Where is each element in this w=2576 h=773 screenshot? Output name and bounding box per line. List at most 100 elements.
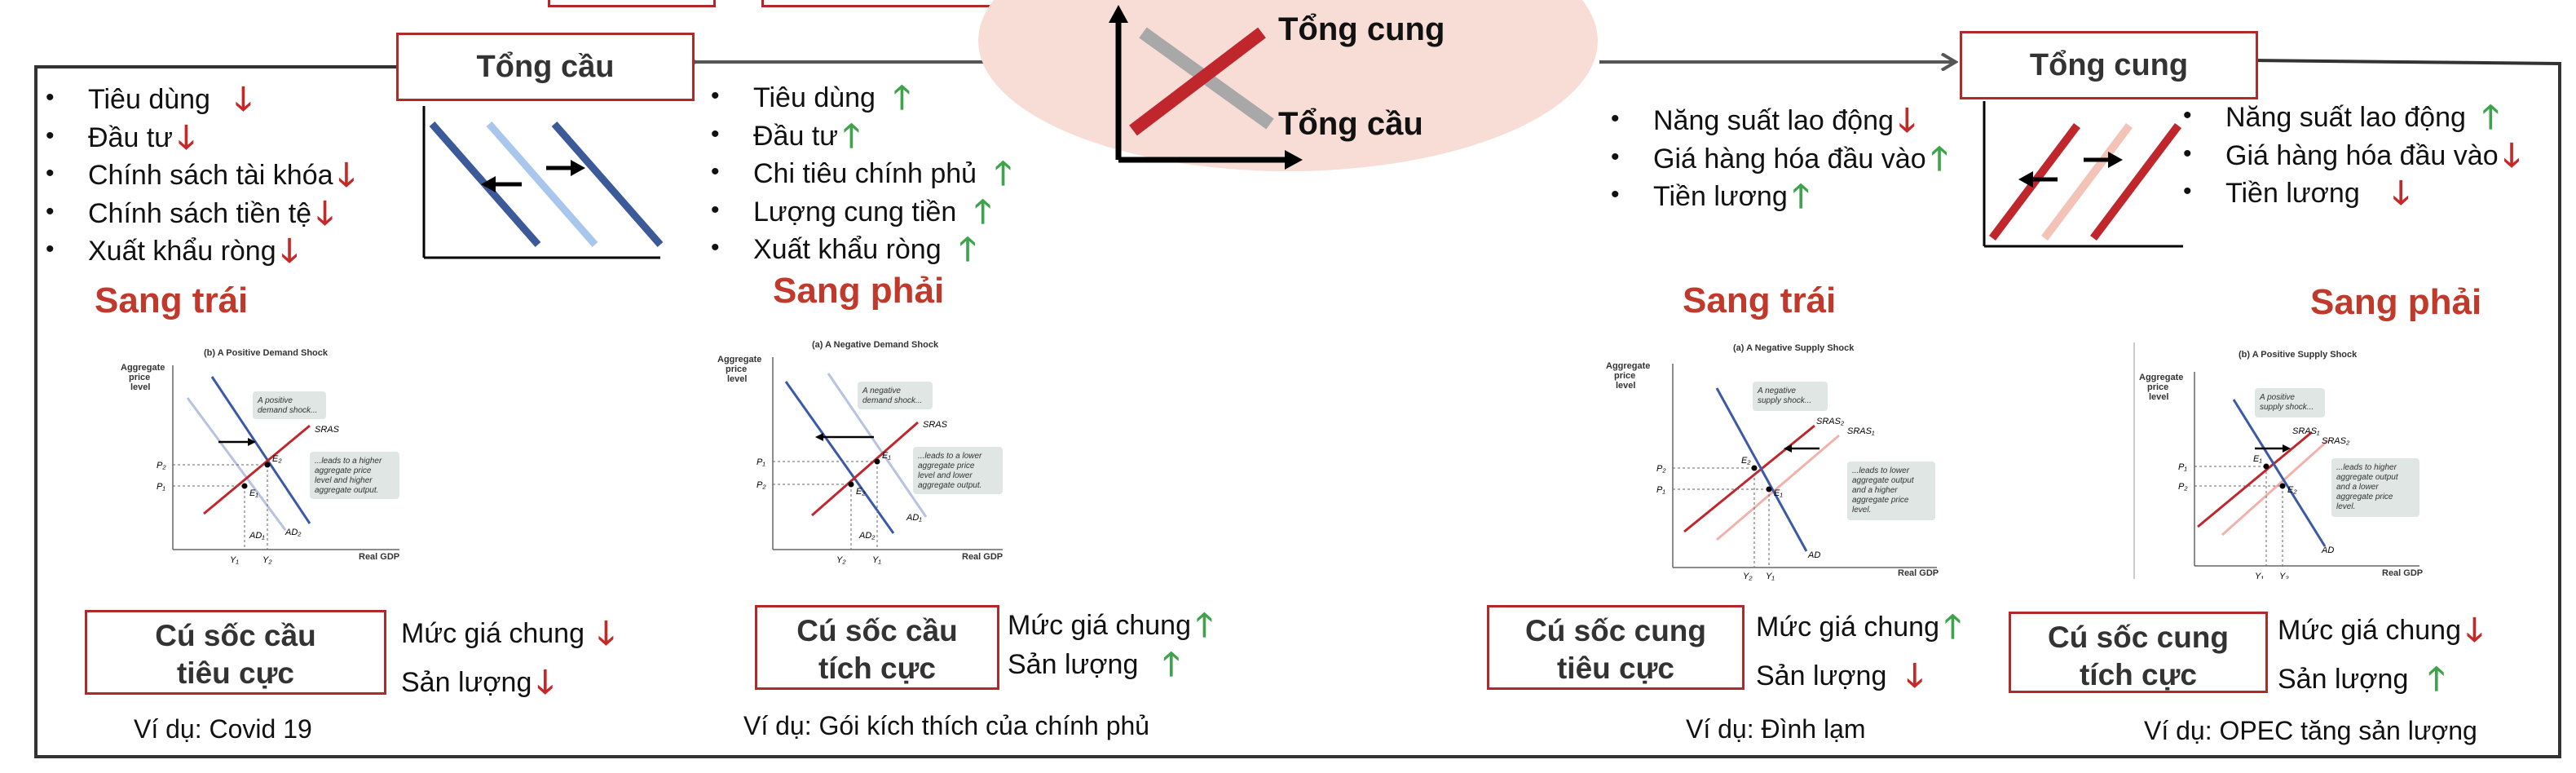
as-shift-right-label: Sang phải	[2310, 282, 2482, 322]
chart-label-sras1: SRAS₁	[2292, 426, 2320, 436]
positive-supply-example: Ví dụ: OPEC tăng sản lượng	[2144, 716, 2477, 745]
positive-supply-shock-effects: Mức giá chung🡓 Sản lượng🡑	[2278, 605, 2483, 703]
negative-demand-example: Ví dụ: Covid 19	[134, 714, 312, 744]
output-effect: Sản lượng🡓	[401, 665, 554, 700]
center-demand-label: Tổng cầu	[1278, 106, 1423, 142]
price-effect: Mức giá chung🡑	[1008, 607, 1213, 643]
chart-label-p2: P₂	[157, 461, 166, 470]
list-item: Tiêu dùng🡓	[41, 80, 355, 118]
chart-title: (a) A Negative Supply Shock	[1733, 343, 1855, 353]
as-right-factor-list: Năng suất lao động🡑 Giá hàng hóa đầu vào…	[2178, 98, 2520, 212]
chart-label-ad: AD	[2321, 546, 2334, 555]
arrow-up-icon: 🡑	[1792, 179, 1810, 214]
chart-x-axis-label: Real GDP	[359, 552, 399, 562]
price-effect: Mức giá chung🡓	[2278, 612, 2483, 648]
arrow-up-icon: 🡑	[2428, 661, 2446, 697]
arrow-up-icon: 🡑	[974, 193, 992, 230]
arrow-up-icon: 🡑	[1195, 607, 1213, 643]
as-shift-diagram	[1983, 101, 2183, 248]
positive-supply-shock-box: Cú sốc cung tích cực	[2009, 612, 2268, 693]
chart-label-e1: E₁	[249, 488, 258, 498]
list-item: Lượng cung tiền🡑	[706, 192, 1012, 231]
positive-demand-shock-box: Cú sốc cầu tích cực	[755, 605, 999, 690]
chart-label-sras: SRAS	[923, 420, 948, 430]
negative-supply-shock-effects: Mức giá chung🡑 Sản lượng🡓	[1756, 602, 1961, 700]
arrow-down-icon: 🡓	[2465, 612, 2483, 648]
arrow-up-icon: 🡑	[843, 117, 860, 154]
chart-label-y1: Y₁	[230, 555, 239, 565]
arrow-up-icon: 🡑	[2481, 99, 2499, 135]
ad-left-factor-list: Tiêu dùng🡓 Đầu tư🡓 Chính sách tài khóa🡓 …	[41, 80, 355, 270]
list-item: Chính sách tiền tệ🡓	[41, 194, 355, 232]
list-item: Tiêu dùng🡑	[706, 78, 1012, 117]
list-item: Xuất khẩu ròng🡑	[706, 230, 1012, 268]
chart-label-e1: E₁	[882, 451, 891, 461]
arrow-up-icon: 🡑	[1162, 647, 1180, 682]
chart-x-axis-label: Real GDP	[2382, 568, 2423, 578]
arrow-down-icon: 🡓	[2503, 137, 2521, 174]
price-effect: Mức giá chung🡑	[1756, 609, 1961, 645]
chart-label-y2: Y₂	[262, 555, 272, 565]
chart-label-ad2: AD₂	[285, 528, 302, 537]
chart-label-p1: P₁	[2178, 462, 2187, 472]
as-ad-icon	[1109, 5, 1303, 170]
positive-demand-example: Ví dụ: Gói kích thích của chính phủ	[743, 711, 1150, 740]
arrow-down-icon: 🡓	[1906, 658, 1924, 694]
center-supply-label: Tổng cung	[1278, 11, 1445, 47]
chart-label-e2: E₂	[1741, 456, 1751, 466]
chart-label-p2: P₂	[756, 480, 766, 490]
output-effect: Sản lượng🡓	[1756, 658, 1924, 694]
chart-label-y1: Y₁	[1766, 572, 1775, 581]
chart-label-y1: Y₁	[2255, 572, 2264, 579]
arrow-up-icon: 🡑	[893, 80, 911, 116]
list-item: Đầu tư🡓	[41, 118, 355, 157]
chart-label-y2: Y₂	[2279, 572, 2289, 579]
arrow-up-icon: 🡑	[959, 232, 977, 267]
arrow-down-icon: 🡓	[337, 157, 355, 193]
arrow-down-icon: 🡓	[234, 82, 252, 117]
negative-supply-example: Ví dụ: Đình lạm	[1686, 714, 1866, 744]
chart-label-ad1: AD₁	[906, 513, 922, 523]
ad-shift-left-label: Sang trái	[95, 280, 249, 320]
list-item: Giá hàng hóa đầu vào🡓	[2178, 136, 2520, 174]
negative-demand-shock-effects: Mức giá chung🡓 Sản lượng🡓	[401, 608, 615, 706]
list-item: Chi tiêu chính phủ🡑	[706, 154, 1012, 192]
as-left-factor-list: Năng suất lao động🡓 Giá hàng hóa đầu vào…	[1606, 101, 1947, 215]
chart-label-sras: SRAS	[315, 425, 340, 435]
arrow-down-icon: 🡓	[597, 616, 615, 652]
chart-x-axis-label: Real GDP	[962, 552, 1003, 562]
ad-right-factor-list: Tiêu dùng🡑 Đầu tư🡑 Chi tiêu chính phủ🡑 L…	[706, 78, 1012, 268]
output-effect: Sản lượng🡑	[1008, 647, 1180, 682]
list-item: Đầu tư🡑	[706, 117, 1012, 155]
chart-label-sras2: SRAS₂	[1816, 417, 1845, 426]
arrow-down-icon: 🡓	[536, 665, 554, 700]
chart-label-e2: E₂	[856, 487, 866, 497]
arrow-down-icon: 🡓	[1898, 103, 1916, 139]
chart-label-p2: P₂	[1656, 464, 1666, 474]
arrow-down-icon: 🡓	[2392, 175, 2410, 211]
chart-label-ad: AD	[1807, 550, 1820, 560]
arrow-down-icon: 🡓	[316, 195, 333, 232]
arrow-up-icon: 🡑	[1943, 609, 1961, 645]
chart-label-y1: Y₁	[872, 555, 881, 565]
output-effect: Sản lượng🡑	[2278, 661, 2446, 697]
ad-shift-diagram	[422, 106, 664, 259]
chart-label-p1: P₁	[157, 482, 165, 492]
positive-demand-shock-effects: Mức giá chung🡑 Sản lượng🡑	[1008, 605, 1213, 683]
chart-label-e2: E₂	[272, 454, 282, 464]
list-item: Xuất khẩu ròng🡓	[41, 232, 355, 270]
